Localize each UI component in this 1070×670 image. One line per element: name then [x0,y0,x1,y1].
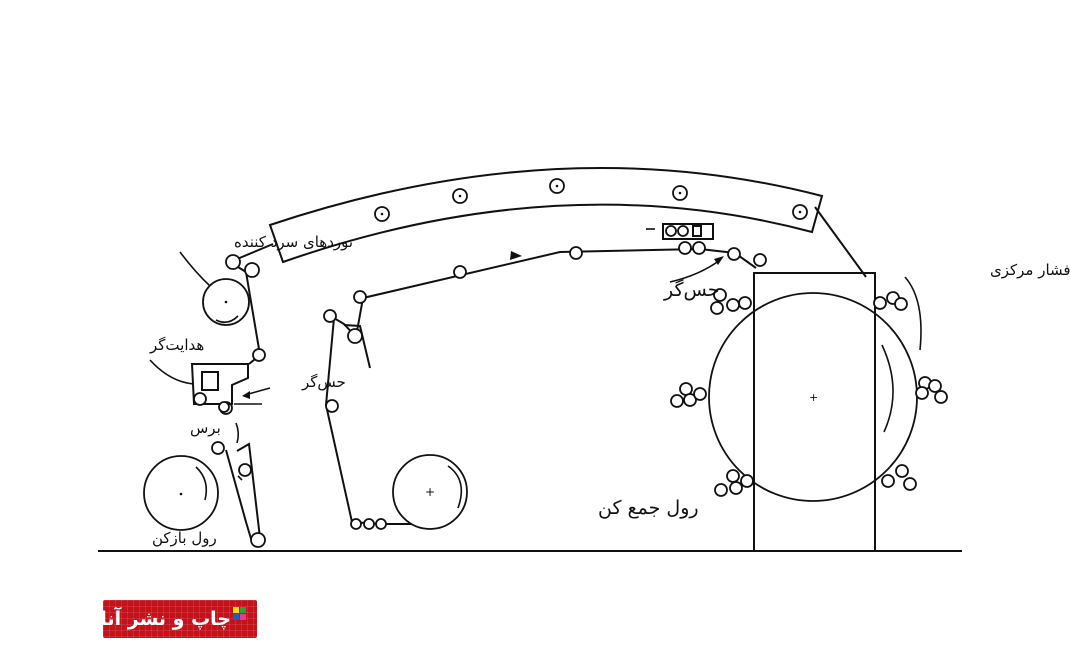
cylinder-leader [904,276,922,351]
central-cylinder-label: سیلندر فشار مرکزی [990,261,1070,279]
sensor-right-label: حس‌گر [663,278,720,301]
rollers-leader [179,251,211,287]
cooling-tunnel [268,166,824,264]
logo-square-blue [233,614,239,620]
cylinder-center-mark: + [809,391,818,404]
logo-square-yellow [233,607,239,613]
sensor-left-label: حس‌گر [301,373,346,391]
sensor-unit-right [646,223,714,240]
rewind-roll-label: رول جمع کن [598,497,699,519]
press-frame [753,272,876,552]
conductor-label: هدایت‌گر [149,336,204,354]
brush-mark [235,422,240,444]
logo-square-green [240,607,246,613]
publisher-logo-text: چاپ و نشر آنلاین [68,608,231,630]
path-rollers [211,241,767,548]
web-direction-arrow [510,251,522,260]
guide-unit [190,363,262,413]
cylinder-arc-mark [881,344,894,433]
svg-text:+: + [425,485,435,499]
rollers-label: نوردهای سرد کننده [234,233,353,251]
brush-label: برس [190,419,221,437]
logo-color-squares-icon [233,607,253,631]
unwind-roll-label: رول بازکن [152,529,217,547]
rewind-roll [392,454,468,530]
print-station-rollers [670,288,948,497]
logo-square-pink [240,614,246,620]
conductor-leader [149,359,195,385]
tunnel-rollers [374,178,808,222]
publisher-logo: چاپ و نشر آنلاین [68,600,257,638]
